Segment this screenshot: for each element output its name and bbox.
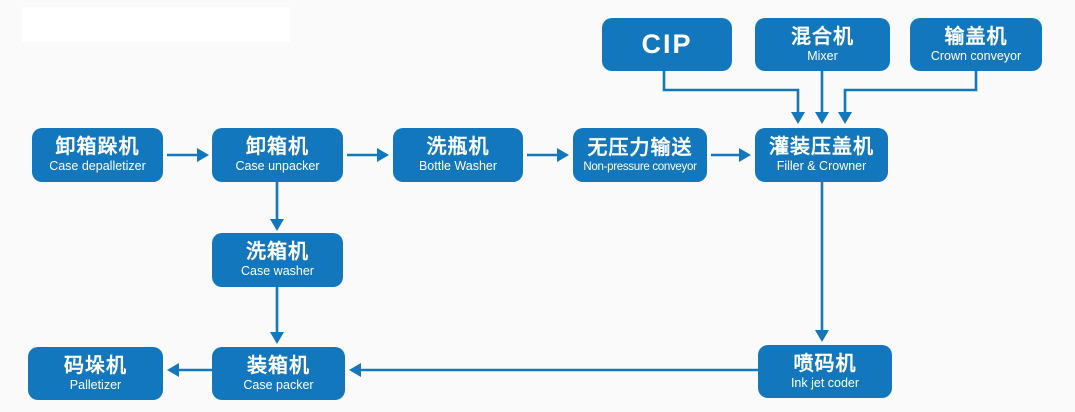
arrow-ink-jet-coder-to-case-packer <box>349 363 758 377</box>
node-case-washer-title: 洗箱机 <box>246 241 309 264</box>
node-cip: CIP <box>602 18 732 71</box>
node-bottle-washer-title: 洗瓶机 <box>426 136 490 159</box>
node-case-packer-subtitle: Case packer <box>243 377 314 392</box>
node-case-unpacker: 卸箱机 Case unpacker <box>212 128 343 182</box>
node-case-depalletizer-subtitle: Case depalletizer <box>49 159 146 174</box>
node-ink-jet-coder-title: 喷码机 <box>793 352 857 375</box>
node-case-unpacker-title: 卸箱机 <box>246 136 309 159</box>
background-highlight-patch <box>22 7 290 42</box>
node-palletizer-subtitle: Palletizer <box>69 377 122 392</box>
arrow-conveyor-to-filler <box>711 148 751 162</box>
arrow-crown-conveyor-to-filler <box>838 71 978 124</box>
node-palletizer: 码垛机 Palletizer <box>28 347 163 400</box>
arrow-unpacker-to-case-washer <box>270 182 284 231</box>
node-case-depalletizer: 卸箱跺机 Case depalletizer <box>32 128 163 182</box>
node-case-packer-title: 装箱机 <box>247 354 310 377</box>
arrow-case-packer-to-palletizer <box>167 363 212 377</box>
node-case-unpacker-subtitle: Case unpacker <box>235 159 320 174</box>
arrow-case-washer-to-case-packer <box>270 287 284 344</box>
node-crown-conveyor-title: 输盖机 <box>944 25 1008 48</box>
node-cip-title: CIP <box>641 28 693 59</box>
node-case-washer: 洗箱机 Case washer <box>212 233 343 287</box>
node-case-washer-subtitle: Case washer <box>241 264 314 279</box>
node-mixer-subtitle: Mixer <box>807 48 838 63</box>
arrow-unpacker-to-bottle-washer <box>347 148 389 162</box>
node-bottle-washer: 洗瓶机 Bottle Washer <box>393 128 523 182</box>
node-non-pressure-conveyor: 无压力输送 Non-pressure conveyor <box>573 128 707 182</box>
arrow-cip-to-filler <box>662 71 805 124</box>
node-case-depalletizer-title: 卸箱跺机 <box>55 136 140 159</box>
node-non-pressure-conveyor-title: 无压力输送 <box>587 136 693 159</box>
node-bottle-washer-subtitle: Bottle Washer <box>418 159 498 174</box>
arrow-depalletizer-to-unpacker <box>167 148 209 162</box>
node-crown-conveyor: 输盖机 Crown conveyor <box>910 18 1042 71</box>
node-filler-crowner-subtitle: Filler & Crowner <box>776 159 867 174</box>
node-mixer-title: 混合机 <box>791 25 854 48</box>
node-palletizer-title: 码垛机 <box>64 354 127 377</box>
arrow-bottle-washer-to-conveyor <box>527 148 569 162</box>
node-case-packer: 装箱机 Case packer <box>212 347 345 400</box>
node-ink-jet-coder: 喷码机 Ink jet coder <box>758 345 892 398</box>
node-filler-crowner-title: 灌装压盖机 <box>769 136 874 159</box>
node-mixer: 混合机 Mixer <box>755 18 890 71</box>
node-non-pressure-conveyor-subtitle: Non-pressure conveyor <box>583 160 697 173</box>
node-crown-conveyor-subtitle: Crown conveyor <box>930 48 1022 63</box>
node-filler-crowner: 灌装压盖机 Filler & Crowner <box>755 128 888 182</box>
arrow-mixer-to-filler <box>815 71 829 124</box>
node-ink-jet-coder-subtitle: Ink jet coder <box>790 375 860 390</box>
arrow-filler-to-ink-jet-coder <box>815 181 829 342</box>
